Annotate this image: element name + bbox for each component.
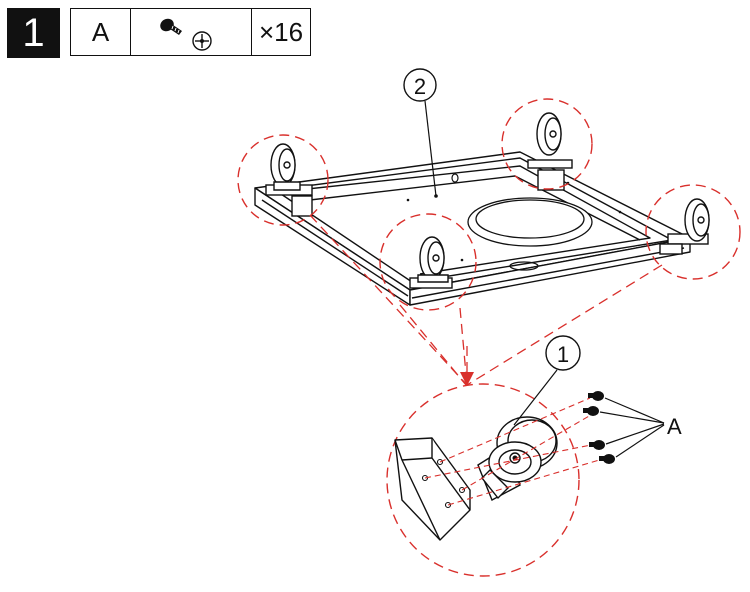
- screw-icon: [589, 440, 605, 450]
- base-frame: [254, 151, 691, 306]
- part-letter-cell: A: [71, 9, 131, 55]
- caster-wheel-front-right: [659, 198, 710, 255]
- detail-caster-wheel: [477, 416, 558, 501]
- parts-table: A ×16: [70, 8, 311, 56]
- callout-2: 2: [403, 68, 437, 197]
- step-number-badge: 1: [7, 8, 60, 58]
- screw-part-label: A: [667, 414, 682, 439]
- phillips-screw-icon: [160, 18, 212, 51]
- callout-2-label: 2: [414, 74, 426, 99]
- screws: [583, 391, 615, 464]
- caster-wheel-front-left: [409, 236, 453, 289]
- detail-view-frame-corner: [394, 437, 471, 541]
- part-letter: A: [91, 16, 110, 47]
- screw-icon: [588, 391, 604, 401]
- screw-leader-lines: [599, 397, 665, 458]
- part-quantity: ×16: [258, 16, 304, 47]
- detail-mounting-holes: [421, 458, 466, 509]
- center-opening: [467, 197, 593, 271]
- caster-wheel-rear-left: [265, 143, 313, 217]
- screw-icon: [583, 406, 599, 416]
- callout-1-label: 1: [557, 342, 569, 367]
- frame-slot: [451, 173, 459, 183]
- detail-arrow-icon: [460, 372, 474, 386]
- part-icon-cell: [131, 9, 252, 55]
- callout-1: 1: [513, 335, 581, 426]
- alignment-lines: [424, 397, 607, 506]
- caster-wheel-rear-right: [527, 112, 573, 191]
- screw-icon: [599, 454, 615, 464]
- detail-circles: [237, 98, 741, 577]
- part-quantity-cell: ×16: [252, 9, 310, 55]
- step-number: 1: [22, 10, 45, 55]
